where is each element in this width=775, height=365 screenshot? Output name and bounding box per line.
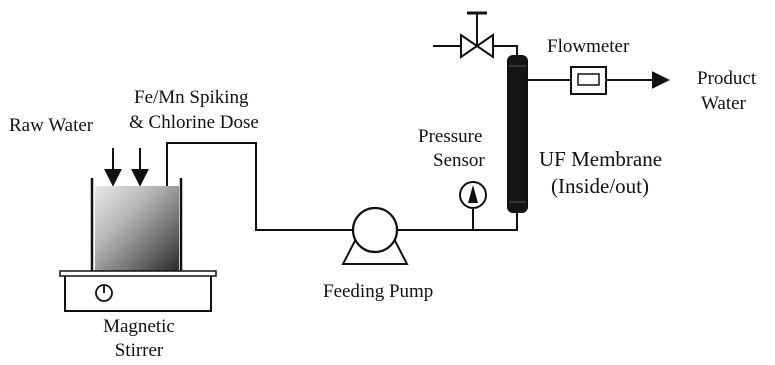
pressure-sensor-label-line2: Sensor (433, 150, 485, 171)
magnetic-stirrer-label-line2: Stirrer (114, 340, 164, 361)
pressure-sensor (459, 181, 487, 230)
uf-membrane-label-line2: (Inside/out) (551, 174, 649, 198)
bypass-valve (433, 11, 518, 59)
raw-water-label: Raw Water (9, 115, 94, 136)
feeding-pump-label: Feeding Pump (323, 281, 434, 302)
uf-membrane-label-line1: UF Membrane (539, 147, 663, 171)
flowmeter-label: Flowmeter (547, 36, 630, 57)
pump-outlet-line (397, 208, 518, 231)
product-water-label-line2: Water (701, 93, 746, 114)
spiking-line (166, 142, 355, 231)
magnetic-stirrer-label-line1: Magnetic (103, 316, 175, 337)
feed-tank (90, 178, 183, 275)
product-water-label-line1: Product (697, 68, 757, 89)
feeding-pump (341, 206, 409, 265)
uf-membrane-module (507, 55, 528, 213)
magnetic-stirrer (59, 270, 217, 312)
spiking-label-line2: & Chlorine Dose (129, 112, 259, 133)
raw-water-arrows (104, 148, 149, 187)
pressure-sensor-label-line1: Pressure (418, 126, 483, 147)
spiking-label-line1: Fe/Mn Spiking (134, 87, 249, 108)
product-line (527, 66, 670, 95)
